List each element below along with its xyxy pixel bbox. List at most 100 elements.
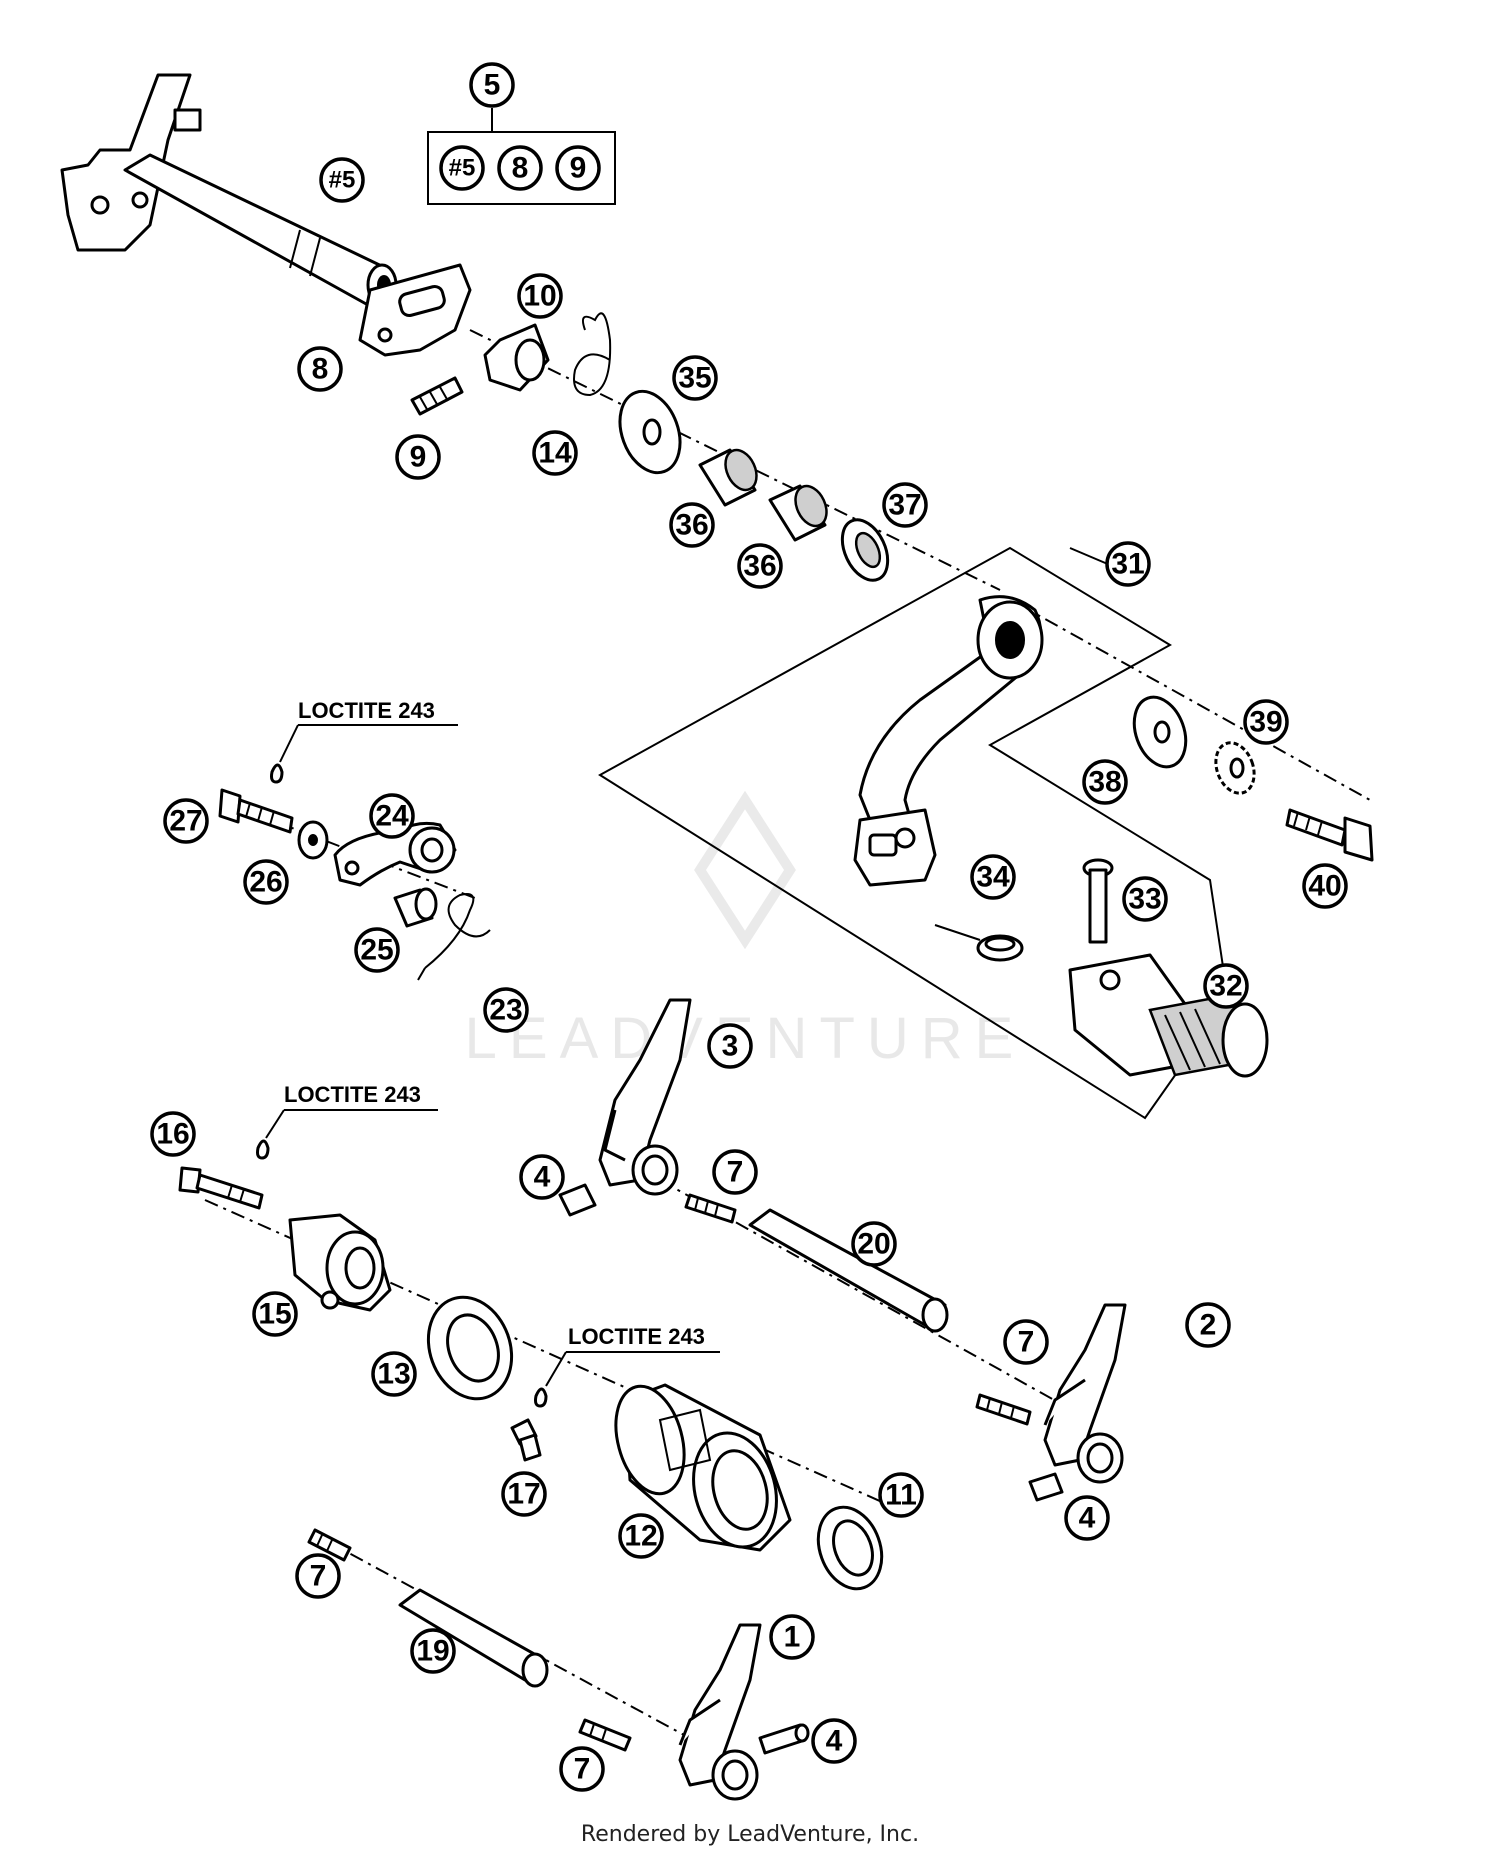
callout-11[interactable]: 11	[878, 1472, 924, 1518]
svg-text:23: 23	[489, 994, 522, 1027]
callout-2[interactable]: 2	[1185, 1302, 1231, 1348]
svg-text:39: 39	[1249, 706, 1282, 739]
pin-4-a	[558, 1183, 597, 1217]
svg-text:12: 12	[624, 1520, 657, 1553]
callout-23[interactable]: 23	[483, 987, 529, 1033]
loctite-note-1: LOCTITE 243	[270, 698, 458, 784]
svg-text:33: 33	[1128, 883, 1161, 916]
callout-34[interactable]: 34	[970, 854, 1016, 900]
svg-text:8: 8	[512, 152, 529, 185]
callout-kit-9[interactable]: 9	[555, 145, 601, 191]
svg-text:26: 26	[249, 866, 282, 899]
pin-4-c	[758, 1723, 810, 1755]
callout-37[interactable]: 37	[882, 482, 928, 528]
ring-34	[934, 924, 1024, 962]
callout-20[interactable]: 20	[851, 1221, 897, 1267]
svg-text:8: 8	[312, 353, 329, 386]
callout-33[interactable]: 33	[1122, 876, 1168, 922]
callout-27[interactable]: 27	[163, 798, 209, 844]
washer-38	[1132, 695, 1188, 769]
loctite-note-3: LOCTITE 243	[534, 1324, 720, 1408]
callout-26[interactable]: 26	[243, 859, 289, 905]
callout-25[interactable]: 25	[354, 927, 400, 973]
spring-9	[410, 376, 464, 416]
callout-31[interactable]: 31	[1105, 541, 1151, 587]
svg-text:17: 17	[507, 1478, 540, 1511]
spring-23	[417, 893, 491, 981]
loctite-note-2: LOCTITE 243	[256, 1082, 438, 1160]
svg-text:19: 19	[416, 1635, 449, 1668]
svg-text:24: 24	[375, 800, 409, 833]
callout-17[interactable]: 17	[501, 1471, 547, 1517]
drum-12	[614, 1383, 792, 1552]
svg-text:20: 20	[857, 1228, 890, 1261]
callout-16[interactable]: 16	[150, 1111, 196, 1157]
callout-7-c[interactable]: 7	[295, 1553, 341, 1599]
bolt-27	[218, 788, 294, 834]
callout-32[interactable]: 32	[1203, 963, 1249, 1009]
callout-4-c[interactable]: 4	[811, 1718, 857, 1764]
svg-text:5: 5	[484, 69, 501, 102]
callout-12[interactable]: 12	[618, 1513, 664, 1559]
callout-40[interactable]: 40	[1302, 863, 1348, 909]
callout-36-a[interactable]: 36	[669, 502, 715, 548]
fork-3	[598, 998, 692, 1196]
svg-text:14: 14	[538, 437, 572, 470]
callout-15[interactable]: 15	[252, 1291, 298, 1337]
bushing-36-b	[768, 484, 828, 542]
svg-text:9: 9	[570, 152, 587, 185]
svg-text:7: 7	[1018, 1326, 1035, 1359]
callout-36-b[interactable]: 36	[737, 543, 783, 589]
screw-17	[510, 1418, 542, 1462]
pin-33	[1082, 858, 1114, 944]
spring-7-d	[578, 1718, 632, 1752]
callout-kit-5[interactable]: #5	[439, 145, 485, 191]
kit-box	[427, 108, 616, 205]
callout-10[interactable]: 10	[517, 273, 563, 319]
svg-text:1: 1	[784, 1621, 801, 1654]
callout-24[interactable]: 24	[369, 793, 415, 839]
spring-14	[573, 312, 612, 397]
callout-7-a[interactable]: 7	[712, 1149, 758, 1195]
loctite-label-3: LOCTITE 243	[568, 1324, 705, 1349]
pin-4-b	[1028, 1472, 1064, 1502]
washer-13	[426, 1295, 514, 1401]
callout-shaft-5[interactable]: #5	[319, 157, 365, 203]
loctite-label-1: LOCTITE 243	[298, 698, 435, 723]
callout-39[interactable]: 39	[1243, 699, 1289, 745]
svg-text:32: 32	[1209, 970, 1242, 1003]
svg-text:4: 4	[826, 1725, 843, 1758]
svg-text:7: 7	[310, 1560, 327, 1593]
callout-13[interactable]: 13	[371, 1351, 417, 1397]
bushing-36-a	[698, 448, 758, 507]
cam-15	[288, 1213, 392, 1312]
callout-38[interactable]: 38	[1082, 759, 1128, 805]
callout-3[interactable]: 3	[707, 1023, 753, 1069]
svg-text:13: 13	[377, 1358, 410, 1391]
svg-text:38: 38	[1088, 766, 1121, 799]
callout-1[interactable]: 1	[769, 1614, 815, 1660]
bolt-16	[178, 1166, 264, 1210]
callout-7-b[interactable]: 7	[1003, 1319, 1049, 1365]
svg-text:31: 31	[1111, 548, 1144, 581]
svg-text:9: 9	[410, 441, 427, 474]
svg-text:10: 10	[523, 280, 556, 313]
loctite-label-2: LOCTITE 243	[284, 1082, 421, 1107]
svg-text:36: 36	[743, 550, 776, 583]
lever-assembly-frame	[598, 546, 1230, 1120]
callout-35[interactable]: 35	[672, 355, 718, 401]
callout-5-top[interactable]: 5	[469, 62, 515, 108]
callout-4-a[interactable]: 4	[519, 1154, 565, 1200]
footer-credit: Rendered by LeadVenture, Inc.	[580, 1822, 920, 1847]
callout-8[interactable]: 8	[297, 346, 343, 392]
callout-kit-8[interactable]: 8	[497, 145, 543, 191]
svg-text:16: 16	[156, 1118, 189, 1151]
callout-4-b[interactable]: 4	[1064, 1495, 1110, 1541]
callout-9[interactable]: 9	[395, 434, 441, 480]
callout-7-d[interactable]: 7	[559, 1746, 605, 1792]
lever-24	[333, 821, 457, 887]
callout-14[interactable]: 14	[532, 430, 578, 476]
svg-text:36: 36	[675, 509, 708, 542]
washer-26	[297, 820, 329, 860]
callout-19[interactable]: 19	[410, 1628, 456, 1674]
